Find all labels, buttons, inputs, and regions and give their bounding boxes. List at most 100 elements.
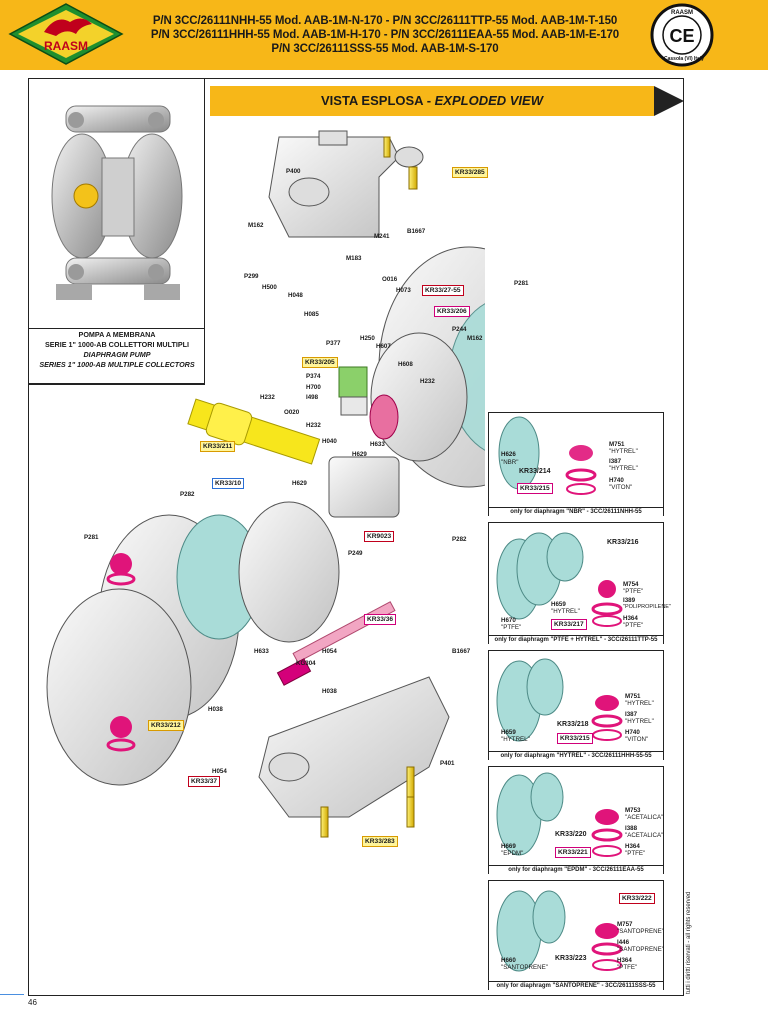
kit-ptfe-footer: only for diaphragm "PTFE + HYTREL" - 3CC… (489, 635, 663, 645)
title-it: VISTA ESPLOSA (320, 93, 424, 108)
kit-epdm-drawing (496, 772, 623, 857)
label-p299: P299 (244, 273, 259, 280)
label-b1667-top: B1667 (407, 228, 426, 235)
kit-epdm-code: KR33/220 (555, 831, 587, 838)
title-sep: - (423, 93, 435, 108)
ce-ring-text: RAASM (671, 10, 693, 16)
label-h629-a: H629 (352, 451, 367, 458)
label-p282-right: P282 (452, 536, 467, 543)
title-line-3: P/N 3CC/26111SSS-55 Mod. AAB-1M-S-170 (271, 43, 499, 55)
yellow-spool (187, 398, 321, 465)
kit-ptfe-part-2-code: I389 (623, 597, 636, 604)
kit-santoprene-code: KR33/223 (555, 955, 587, 962)
bottom-manifold (258, 676, 450, 818)
photo-panel (29, 79, 205, 384)
kit-ptfe-part-3-code: H364 (623, 615, 638, 622)
label-p244: P244 (452, 326, 467, 333)
title-line-1: P/N 3CC/26111NHH-55 Mod. AAB-1M-N-170 - … (152, 15, 618, 27)
kit-kr33-205: KR33/205 (302, 357, 338, 368)
ce-mark: CE (669, 26, 694, 46)
label-h250: H250 (360, 335, 375, 342)
left-housing (46, 501, 340, 786)
kit-nbr-footer: only for diaphragm "NBR" - 3CC/26111NHH-… (489, 507, 663, 517)
kit-kr33-27-55: KR33/27-55 (422, 285, 464, 296)
kit-hytrel-code-2: KR33/215 (557, 733, 593, 744)
kit-nbr-diaphragm-mat: "NBR" (501, 459, 519, 466)
kit-epdm-part-1-code: M753 (625, 807, 641, 814)
kit-nbr-part-1-mat: "HYTREL" (609, 448, 638, 455)
label-h500: H500 (262, 284, 277, 291)
brand-text: RAASM (44, 39, 88, 53)
kit-box-santoprene: KR33/222 H660 "SANTOPRENE" KR33/223 M757… (488, 880, 664, 991)
kit-hytrel-part-3-code: H740 (625, 729, 640, 736)
kit-ptfe-part-2-mat: "POLIPROPILENE" (623, 604, 671, 610)
kit-nbr-part-2-code: I387 (609, 458, 622, 465)
page-number-rule (0, 994, 24, 995)
kit-kr33-37: KR33/37 (188, 776, 221, 787)
kit-hytrel-footer: only for diaphragm "HYTREL" - 3CC/26111H… (489, 751, 663, 761)
kit-hytrel-part-3-mat: "VITON" (625, 736, 649, 743)
kit-kr33-211: KR33/211 (200, 441, 236, 452)
label-o016: O016 (382, 276, 398, 283)
section-title: VISTA ESPLOSA - EXPLODED VIEW (210, 93, 654, 108)
title-en: EXPLODED VIEW (434, 93, 543, 108)
kit-box-ptfe-hytrel: KR33/216 H670 "PTFE" H659 "HYTREL" KR33/… (488, 522, 671, 645)
kit-ptfe-extra-mat: "HYTREL" (551, 608, 580, 615)
kit-kr9023: KR9023 (364, 531, 395, 542)
kit-santoprene-diaphragm-mat: "SANTOPRENE" (501, 964, 548, 971)
kit-santoprene-part-3-mat: "PTFE" (617, 964, 638, 971)
label-m241: M241 (374, 233, 390, 240)
label-h054-a: H054 (322, 648, 337, 655)
kit-santoprene-part-1-mat: "SANTOPRENE" (617, 928, 664, 935)
caption-divider (29, 328, 204, 330)
label-h633-b: H633 (254, 648, 269, 655)
raasm-logo: RAASM (8, 3, 124, 65)
pump-photo (51, 105, 183, 300)
kit-santoprene-part-3-code: H364 (617, 957, 632, 964)
label-h073: H073 (396, 287, 411, 294)
caption-en-1: DIAPHRAGM PUMP (83, 350, 151, 359)
kit-hytrel-part-1-mat: "HYTREL" (625, 700, 654, 707)
diagram-frame (28, 78, 684, 996)
kit-santoprene-footer: only for diaphragm "SANTOPRENE" - 3CC/26… (489, 981, 663, 991)
kit-box-epdm: H669 "EPDM" KR33/220 KR33/221 M753 "ACET… (488, 766, 664, 875)
kit-epdm-part-3-code: H364 (625, 843, 640, 850)
kit-nbr-drawing (498, 416, 597, 495)
kit-ptfe-part-3-mat: "PTFE" (623, 622, 644, 629)
label-p249: P249 (348, 550, 363, 557)
label-h700: H700 (306, 384, 321, 391)
caption-it-2: SERIE 1" 1000-AB COLLETTORI MULTIPLI (44, 340, 190, 349)
kit-box-hytrel: H659 "HYTREL" KR33/218 KR33/215 M751 "HY… (488, 650, 664, 761)
label-p281-top: P281 (514, 280, 529, 287)
kit-ptfe-part-1-mat: "PTFE" (623, 588, 644, 595)
kit-kr33-212: KR33/212 (148, 720, 184, 731)
kit-hytrel-part-2-code: I387 (625, 711, 638, 718)
kit-kr33-36: KR33/36 (364, 614, 397, 625)
label-h040: H040 (322, 438, 337, 445)
section-title-bar (210, 86, 654, 116)
photo-caption: POMPA A MEMBRANA SERIE 1" 1000-AB COLLET… (30, 330, 204, 370)
label-h607: H607 (376, 343, 391, 350)
kit-epdm-part-2-code: I388 (625, 825, 638, 832)
photo-panel-bottom (29, 383, 205, 385)
kit-nbr-code: KR33/214 (519, 468, 551, 475)
kit-hytrel-drawing (496, 658, 623, 742)
kit-nbr-code-2: KR33/215 (517, 483, 553, 494)
kit-epdm-footer: only for diaphragm "EPDM" - 3CC/26111EAA… (489, 865, 663, 875)
center-block (328, 366, 400, 518)
top-manifold (268, 130, 424, 238)
kit-santoprene-part-2-code: I446 (617, 939, 630, 946)
title-arrow (654, 86, 684, 116)
ce-sub-text: Cassola (VI) Italy (664, 56, 704, 62)
kit-ptfe-code: KR33/216 (607, 539, 639, 546)
label-p401: P401 (440, 760, 455, 767)
kit-nbr-part-3-code: H740 (609, 477, 624, 484)
kit-box-nbr: H626 "NBR" KR33/214 KR33/215 M751 "HYTRE… (488, 412, 664, 517)
page-number: 46 (28, 998, 37, 1007)
label-p377: P377 (326, 340, 341, 347)
kit-nbr-part-1-code: M751 (609, 441, 625, 448)
page-title: P/N 3CC/26111NHH-55 Mod. AAB-1M-N-170 - … (150, 14, 620, 56)
kit-santoprene-diaphragm-code: H660 (501, 957, 516, 964)
kit-epdm-part-1-mat: "ACETALICA" (625, 814, 664, 821)
label-h232-c: H232 (420, 378, 435, 385)
